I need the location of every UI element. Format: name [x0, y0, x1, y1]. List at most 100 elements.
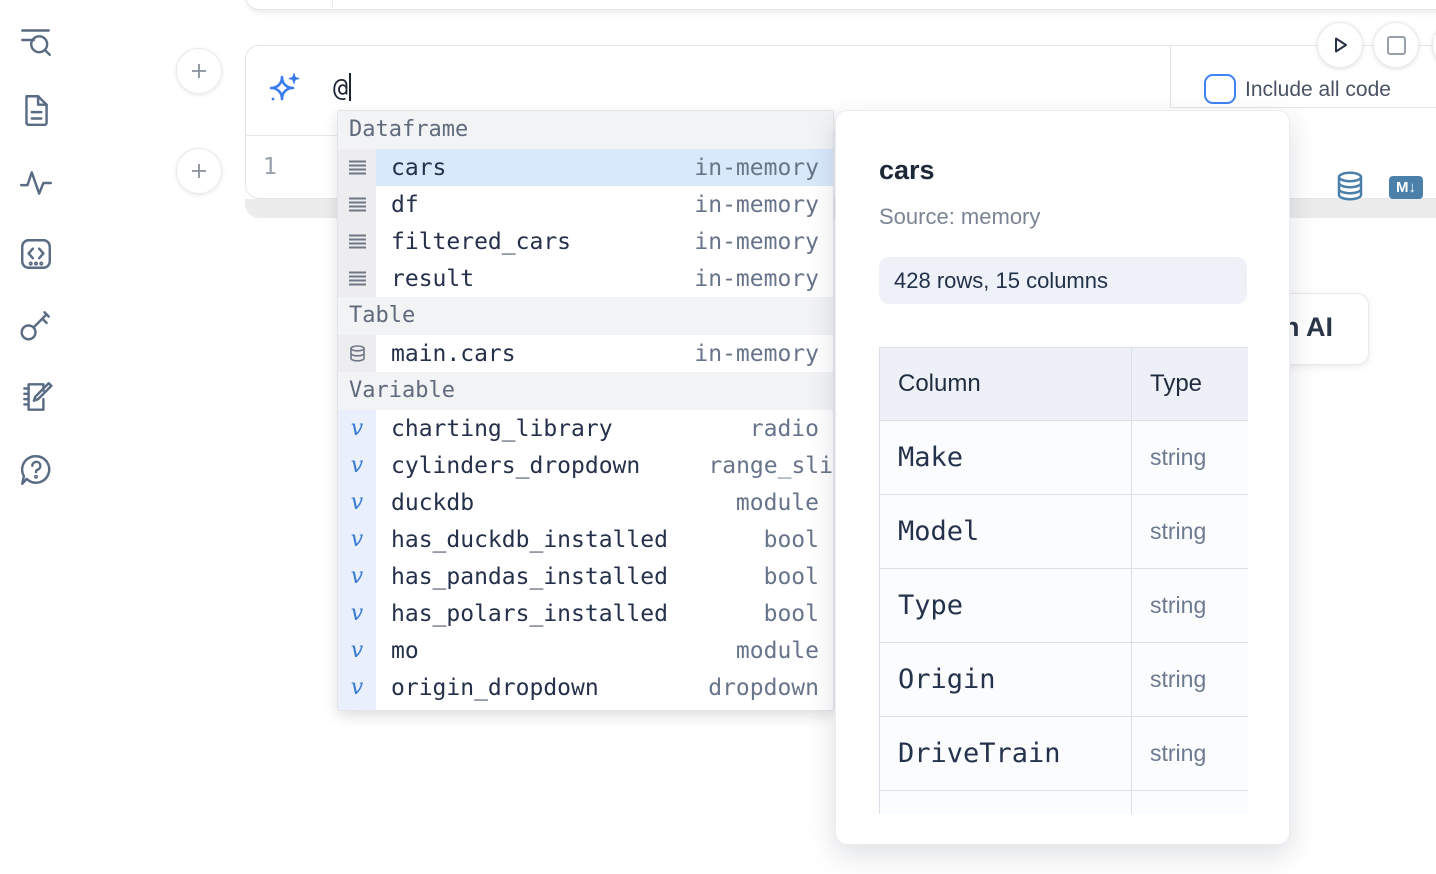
stop-icon: [1386, 35, 1406, 55]
column-type-cell: string: [1131, 716, 1248, 791]
snippets-code-icon[interactable]: [18, 236, 54, 272]
help-chat-icon[interactable]: [18, 452, 54, 488]
dataframe-icon: [338, 186, 376, 223]
stop-button[interactable]: [1373, 22, 1419, 68]
activity-icon[interactable]: [18, 165, 54, 201]
variable-icon: v: [338, 521, 376, 558]
variable-icon: v: [338, 595, 376, 632]
variable-icon: v: [338, 632, 376, 669]
prompt-options-zone: Include all code: [1170, 45, 1436, 108]
item-type: in-memory: [694, 228, 819, 255]
ai-prompt-input[interactable]: @: [333, 73, 352, 107]
variable-icon: v: [338, 484, 376, 521]
table-header-type: Type: [1131, 347, 1248, 421]
column-type-cell: string: [1131, 642, 1248, 717]
document-icon[interactable]: [18, 92, 54, 128]
item-name: result: [391, 265, 475, 292]
column-type-cell: string: [1131, 494, 1248, 569]
autocomplete-item[interactable]: v has_duckdb_installed bool: [338, 521, 833, 558]
item-name: has_pandas_installed: [391, 563, 668, 590]
item-name: filtered_cars: [391, 228, 572, 255]
add-cell-above-button[interactable]: [176, 48, 222, 94]
variable-icon: v: [338, 558, 376, 595]
autocomplete-item[interactable]: v has_polars_installed bool: [338, 595, 833, 632]
column-name-cell: Make: [879, 420, 1132, 495]
column-name-cell: Type: [879, 568, 1132, 643]
item-name: main.cars: [391, 340, 516, 367]
item-name: charting_library: [391, 415, 613, 442]
database-cell-icon[interactable]: [1336, 171, 1364, 202]
item-type: dropdown: [708, 674, 819, 701]
preview-title: cars: [879, 155, 935, 185]
variable-icon: v: [338, 447, 376, 484]
column-name-cell: Model: [879, 494, 1132, 569]
autocomplete-section-header: Table: [338, 297, 833, 335]
ai-button-label: h AI: [1283, 312, 1333, 342]
add-cell-below-button[interactable]: [176, 148, 222, 194]
autocomplete-item[interactable]: v has_pandas_installed bool: [338, 558, 833, 595]
column-type-cell: string: [1131, 568, 1248, 643]
variable-icon: v: [338, 410, 376, 447]
autocomplete-item[interactable]: vpandasmodule: [338, 706, 833, 710]
item-type: in-memory: [694, 154, 819, 181]
key-icon[interactable]: [18, 307, 54, 343]
item-type: in-memory: [694, 340, 819, 367]
column-type-cell: string: [1131, 420, 1248, 495]
include-all-code-checkbox[interactable]: [1204, 74, 1236, 104]
dataframe-preview-popup: cars Source: memory 428 rows, 15 columns…: [835, 110, 1290, 845]
column-name-cell: DriveTrain: [879, 716, 1132, 791]
scratchpad-icon[interactable]: [18, 379, 54, 415]
item-type: bool: [763, 563, 819, 590]
preview-source: Source: memory: [879, 204, 1041, 229]
autocomplete-item[interactable]: df in-memory: [338, 186, 833, 223]
item-type: module: [735, 489, 819, 516]
dataframe-icon: [338, 260, 376, 297]
column-name-cell: Origin: [879, 642, 1132, 717]
item-name: has_polars_installed: [391, 600, 668, 627]
item-name: origin_dropdown: [391, 674, 599, 701]
item-name: cylinders_dropdown: [391, 452, 641, 479]
markdown-cell-icon[interactable]: M↓: [1389, 176, 1423, 199]
previous-cell-edge: [245, 0, 1436, 10]
autocomplete-section-header: Variable: [338, 372, 833, 410]
item-type: bool: [763, 600, 819, 627]
search-list-icon[interactable]: [18, 22, 54, 58]
autocomplete-item[interactable]: main.cars in-memory: [338, 335, 833, 372]
previous-cell-gutter-line: [332, 0, 333, 8]
autocomplete-item[interactable]: filtered_cars in-memory: [338, 223, 833, 260]
item-name: df: [391, 191, 419, 218]
item-name: mo: [391, 637, 419, 664]
table-header-column: Column: [879, 347, 1132, 421]
run-button[interactable]: [1317, 22, 1363, 68]
item-type: module: [735, 637, 819, 664]
dataframe-icon: [338, 223, 376, 260]
autocomplete-item[interactable]: cars in-memory: [338, 149, 833, 186]
dataframe-icon: [338, 149, 376, 186]
item-name: cars: [391, 154, 447, 181]
autocomplete-section-header: Dataframe: [338, 111, 833, 149]
preview-stats-badge: 428 rows, 15 columns: [879, 257, 1247, 304]
text-caret: [349, 73, 352, 101]
autocomplete-item[interactable]: v charting_library radio: [338, 410, 833, 447]
item-type: bool: [763, 526, 819, 553]
prompt-text: @: [333, 73, 349, 102]
variable-icon: v: [338, 706, 376, 710]
ai-sparkle-icon: [266, 71, 302, 107]
play-icon: [1335, 37, 1347, 53]
item-type: range_sli: [708, 452, 833, 479]
item-type: in-memory: [694, 191, 819, 218]
item-name: has_duckdb_installed: [391, 526, 668, 553]
autocomplete-item[interactable]: v cylinders_dropdown range_sli: [338, 447, 833, 484]
item-type: radio: [749, 415, 819, 442]
